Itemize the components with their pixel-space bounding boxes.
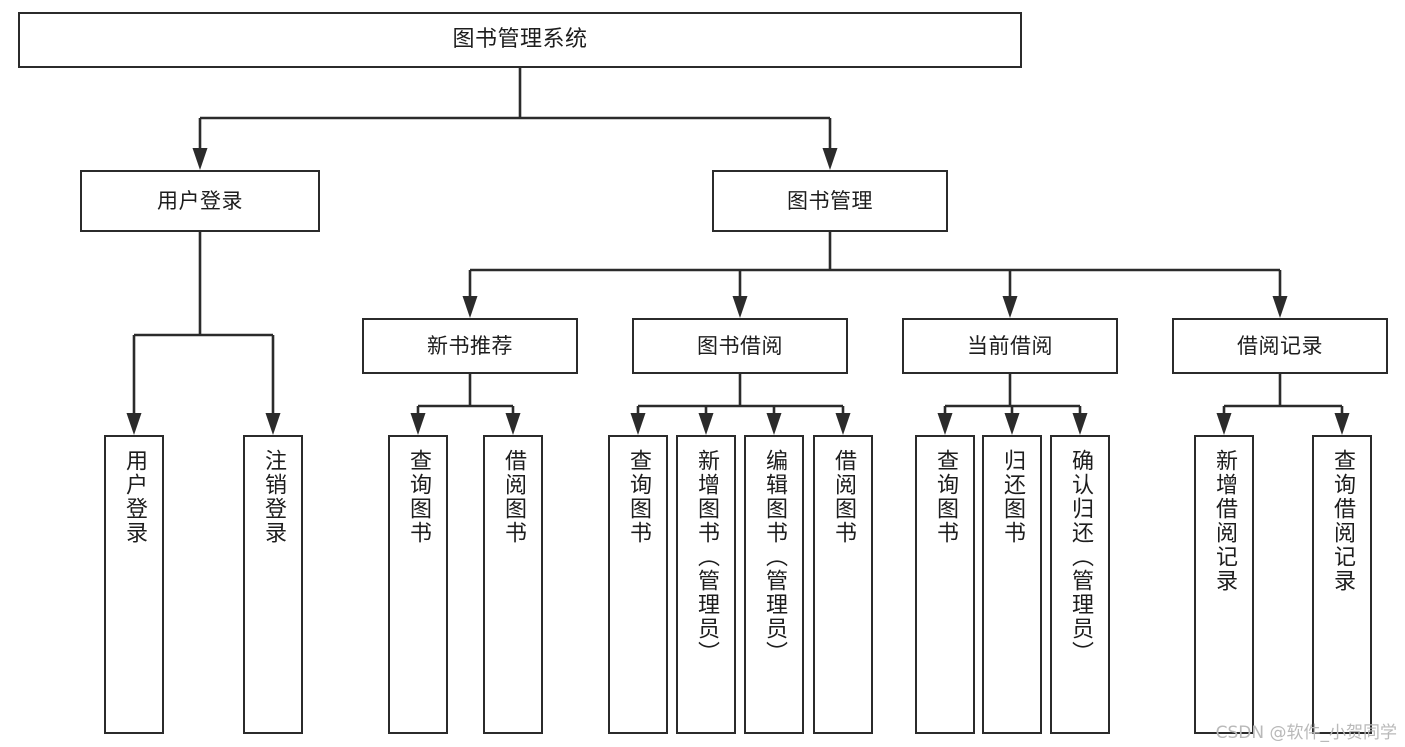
node-user-login-label: 用户登录 [157,188,243,213]
watermark-text: CSDN @软件_小贺同学 [1215,723,1397,743]
leaf-confirm-return-admin-label: 确认归还（管理员） [1068,449,1093,665]
node-borrow-record-label: 借阅记录 [1237,333,1323,358]
leaf-add-book-admin-label: 新增图书（管理员） [694,449,719,665]
leaf-user-login[interactable]: 用户登录 [104,435,164,734]
leaf-query-borrow-record[interactable]: 查询借阅记录 [1312,435,1372,734]
leaf-borrow-book-label: 借阅图书 [831,449,856,545]
leaf-query-book-borrow[interactable]: 查询图书 [608,435,668,734]
leaf-edit-book-admin-label: 编辑图书（管理员） [762,449,787,665]
leaf-edit-book-admin[interactable]: 编辑图书（管理员） [744,435,804,734]
leaf-query-borrow-record-label: 查询借阅记录 [1330,449,1355,593]
leaf-query-book-current-label: 查询图书 [933,449,958,545]
node-book-borrow-label: 图书借阅 [697,333,783,358]
leaf-add-book-admin[interactable]: 新增图书（管理员） [676,435,736,734]
node-root-label: 图书管理系统 [452,27,588,53]
leaf-query-book-recommend[interactable]: 查询图书 [388,435,448,734]
node-user-login[interactable]: 用户登录 [80,170,320,232]
leaf-return-book-label: 归还图书 [1000,449,1025,545]
node-book-management[interactable]: 图书管理 [712,170,948,232]
node-current-borrow[interactable]: 当前借阅 [902,318,1118,374]
leaf-confirm-return-admin[interactable]: 确认归还（管理员） [1050,435,1110,734]
node-borrow-record[interactable]: 借阅记录 [1172,318,1388,374]
leaf-add-borrow-record[interactable]: 新增借阅记录 [1194,435,1254,734]
leaf-logout[interactable]: 注销登录 [243,435,303,734]
leaf-add-borrow-record-label: 新增借阅记录 [1212,449,1237,593]
leaf-borrow-book-recommend-label: 借阅图书 [501,449,526,545]
leaf-user-login-label: 用户登录 [122,449,147,545]
node-new-book-recommend-label: 新书推荐 [427,333,513,358]
node-root[interactable]: 图书管理系统 [18,12,1022,68]
leaf-borrow-book-recommend[interactable]: 借阅图书 [483,435,543,734]
node-current-borrow-label: 当前借阅 [967,333,1053,358]
node-book-management-label: 图书管理 [787,188,873,213]
leaf-borrow-book[interactable]: 借阅图书 [813,435,873,734]
leaf-query-book-borrow-label: 查询图书 [626,449,651,545]
leaf-query-book-recommend-label: 查询图书 [406,449,431,545]
leaf-logout-label: 注销登录 [261,449,286,545]
node-new-book-recommend[interactable]: 新书推荐 [362,318,578,374]
leaf-query-book-current[interactable]: 查询图书 [915,435,975,734]
node-book-borrow[interactable]: 图书借阅 [632,318,848,374]
leaf-return-book[interactable]: 归还图书 [982,435,1042,734]
